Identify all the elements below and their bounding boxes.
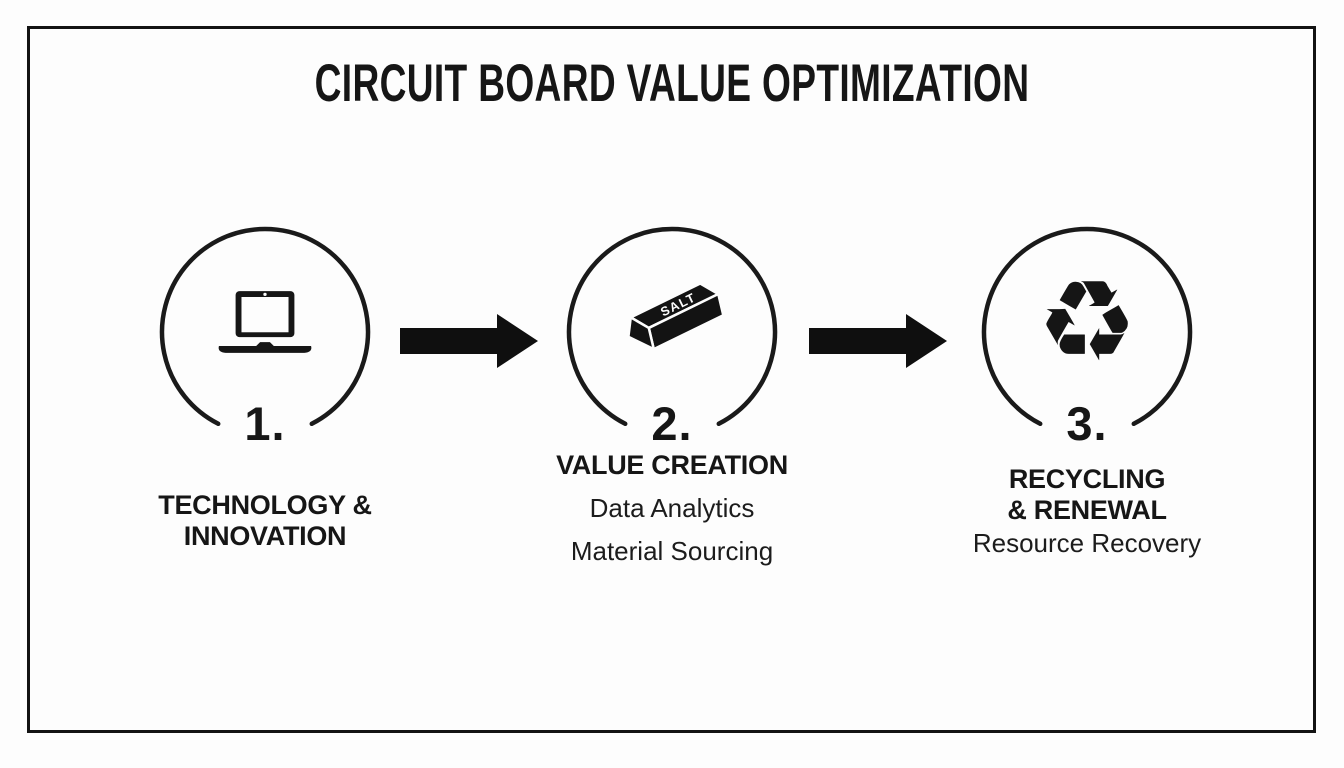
step-1-label-line-1: TECHNOLOGY &	[158, 490, 372, 520]
step-2-circle: SALT 2.	[562, 222, 782, 450]
step-3-labels: RECYCLING & RENEWAL Resource Recovery	[932, 464, 1242, 559]
step-2-circle-arc	[566, 226, 778, 427]
diagram-border-frame	[27, 26, 1316, 733]
flow-arrow-2	[809, 314, 947, 368]
step-1-circle-arc	[159, 226, 371, 427]
step-3-column: ♻ 3. RECYCLING & RENEWAL Resource Recove…	[973, 222, 1201, 562]
recycle-icon: ♻	[1036, 257, 1138, 387]
step-2-label-line-1: VALUE CREATION	[556, 450, 788, 480]
step-3-sublabel-line-1: Resource Recovery	[972, 528, 1202, 558]
step-1-column: 1. TECHNOLOGY & INNOVATION	[155, 222, 375, 562]
step-3-number: 3.	[1066, 397, 1108, 450]
step-1-circle: 1.	[155, 222, 375, 450]
step-1-labels: TECHNOLOGY & INNOVATION	[110, 490, 420, 552]
step-2-number: 2.	[651, 397, 693, 450]
step-3-circle: ♻ 3.	[977, 222, 1197, 450]
step-2-column: SALT 2. VALUE CREATION Data Analytics Ma…	[556, 222, 788, 566]
step-3-circle-arc	[981, 226, 1193, 427]
step-1-number: 1.	[244, 397, 286, 450]
step-3-label-line-2: & RENEWAL	[1007, 495, 1167, 525]
laptop-icon	[218, 291, 312, 353]
step-1-label-line-2: INNOVATION	[183, 521, 347, 551]
diagram-title: CIRCUIT BOARD VALUE OPTIMIZATION	[314, 54, 1030, 113]
step-2-labels: VALUE CREATION Data Analytics Material S…	[517, 450, 827, 567]
step-3-label-line-1: RECYCLING	[1008, 464, 1166, 494]
flow-arrow-1	[400, 314, 538, 368]
metal-ingot-icon: SALT	[627, 282, 725, 351]
step-2-sublabel-line-1: Data Analytics	[589, 493, 755, 523]
step-2-sublabel-line-2: Material Sourcing	[570, 536, 774, 566]
